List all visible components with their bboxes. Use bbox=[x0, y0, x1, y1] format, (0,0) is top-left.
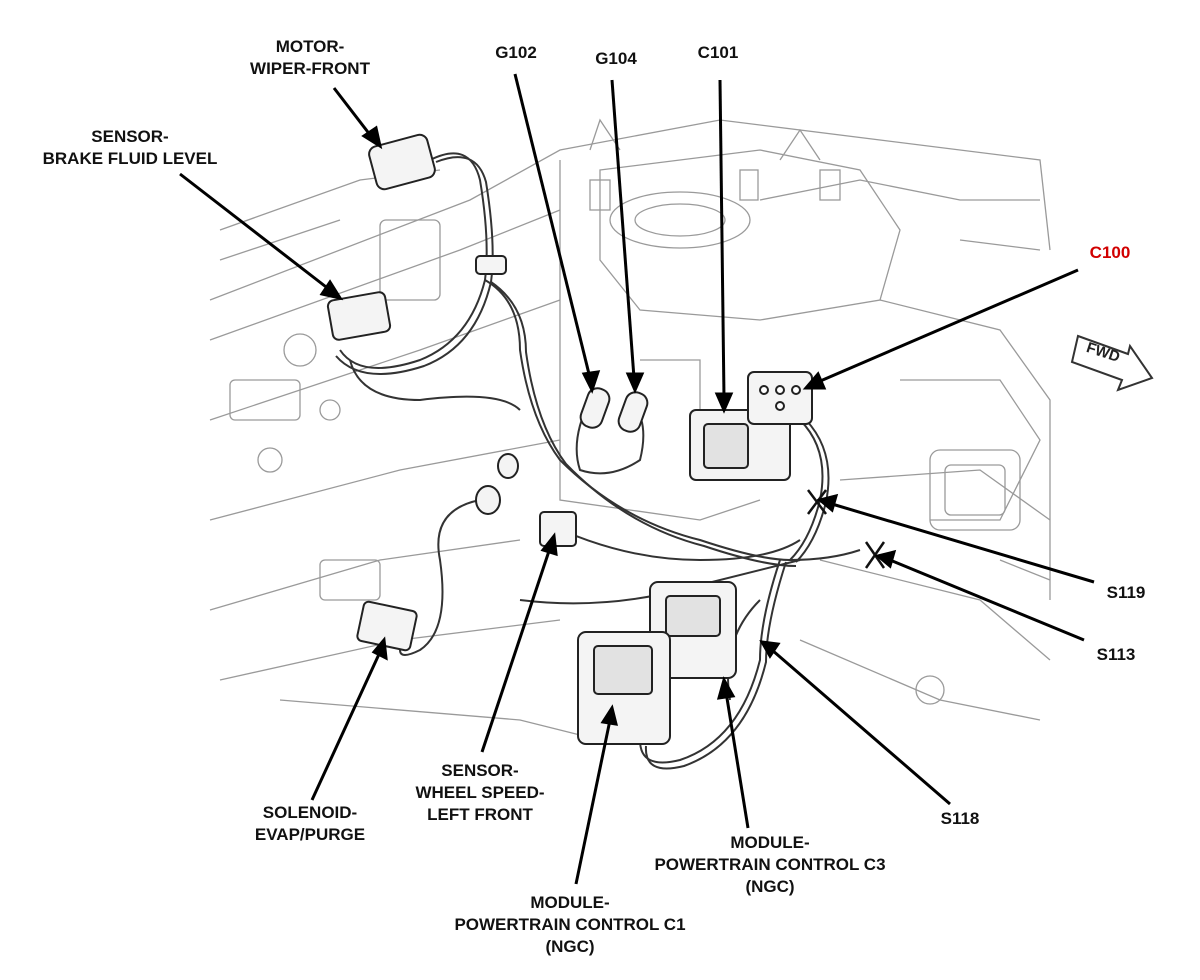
label-line: BRAKE FLUID LEVEL bbox=[42, 149, 218, 168]
label-s118: S118 bbox=[940, 809, 980, 828]
label-module-pcm-c1: MODULE- POWERTRAIN CONTROL C1 (NGC) bbox=[410, 892, 730, 958]
fwd-arrow-icon bbox=[1070, 334, 1154, 392]
label-line: LEFT FRONT bbox=[427, 805, 533, 824]
label-line: (NGC) bbox=[745, 877, 795, 896]
label-module-pcm-c3: MODULE- POWERTRAIN CONTROL C3 (NGC) bbox=[610, 832, 930, 898]
g104-eyelet bbox=[617, 391, 649, 433]
label-motor-wiper-front: MOTOR- WIPER-FRONT bbox=[220, 36, 400, 80]
label-sensor-wheel-speed-left-front: SENSOR- WHEEL SPEED- LEFT FRONT bbox=[380, 760, 580, 826]
splice-marks bbox=[807, 489, 886, 569]
label-c100: C100 bbox=[1089, 243, 1131, 262]
label-line: SENSOR- bbox=[441, 761, 519, 780]
leader-lines bbox=[179, 73, 1095, 885]
wiper-connector bbox=[368, 133, 436, 191]
label-line: MOTOR- bbox=[275, 37, 345, 56]
connectors bbox=[326, 133, 813, 745]
label-line: EVAP/PURGE bbox=[254, 825, 366, 844]
wiring-harness bbox=[335, 152, 861, 770]
evap-purge-connector bbox=[356, 600, 418, 652]
label-g102: G102 bbox=[495, 43, 537, 62]
label-line: (NGC) bbox=[545, 937, 595, 956]
label-c101: C101 bbox=[697, 43, 739, 62]
label-line: WIPER-FRONT bbox=[250, 59, 370, 78]
label-line: SOLENOID- bbox=[262, 803, 358, 822]
g102-eyelet bbox=[579, 387, 611, 429]
brake-fluid-connector bbox=[326, 291, 392, 341]
label-s119: S119 bbox=[1106, 583, 1146, 602]
c100-connector bbox=[747, 371, 813, 425]
label-line: SENSOR- bbox=[91, 127, 169, 146]
wheel-speed-connector bbox=[539, 511, 577, 547]
grommet bbox=[475, 485, 501, 515]
label-line: MODULE- bbox=[530, 893, 610, 912]
label-line: POWERTRAIN CONTROL C1 bbox=[454, 915, 686, 934]
label-line: WHEEL SPEED- bbox=[415, 783, 545, 802]
label-s113: S113 bbox=[1096, 645, 1136, 664]
engine-outline bbox=[209, 118, 1051, 741]
label-solenoid-evap-purge: SOLENOID- EVAP/PURGE bbox=[220, 802, 400, 846]
label-line: POWERTRAIN CONTROL C3 bbox=[654, 855, 886, 874]
label-line: MODULE- bbox=[730, 833, 810, 852]
label-sensor-brake-fluid-level: SENSOR- BRAKE FLUID LEVEL bbox=[10, 126, 250, 170]
label-g104: G104 bbox=[595, 49, 637, 68]
